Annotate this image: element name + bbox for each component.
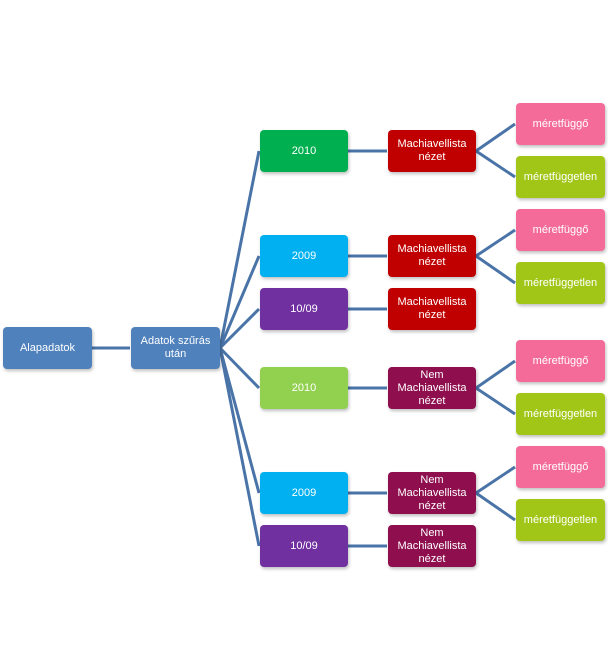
size-independent-node: méretfüggetlen [516, 262, 605, 304]
machiavellian-view-node: Machiavellista nézet [388, 288, 476, 330]
size-independent-node: méretfüggetlen [516, 393, 605, 435]
size-independent-node: méretfüggetlen [516, 156, 605, 198]
link-nonmach1-indep3 [475, 386, 516, 416]
link-filtered-1009a [218, 307, 261, 350]
non-machiavellian-view-node: Nem Machiavellista nézet [388, 472, 476, 514]
link-mach1-indep1 [475, 149, 516, 179]
machiavellian-view-node: Machiavellista nézet [388, 235, 476, 277]
year-node-2010: 2010 [260, 130, 348, 172]
size-dependent-node: méretfüggő [516, 446, 605, 488]
year-node-2010: 2010 [260, 367, 348, 409]
machiavellian-view-node: Machiavellista nézet [388, 130, 476, 172]
year-node-2009: 2009 [260, 472, 348, 514]
size-dependent-node: méretfüggő [516, 209, 605, 251]
link-filtered-2009b [218, 347, 261, 494]
non-machiavellian-view-node: Nem Machiavellista nézet [388, 525, 476, 567]
year-node-2009: 2009 [260, 235, 348, 277]
non-machiavellian-view-node: Nem Machiavellista nézet [388, 367, 476, 409]
link-mach1-dep1 [475, 122, 516, 153]
link-filtered-2010a [218, 150, 261, 349]
link-nonmach2-dep4 [475, 465, 516, 495]
link-mach2-indep2 [475, 254, 516, 285]
link-nonmach2-indep4 [475, 491, 516, 522]
size-dependent-node: méretfüggő [516, 103, 605, 145]
link-filtered-1009b [218, 347, 261, 547]
size-dependent-node: méretfüggő [516, 340, 605, 382]
link-filtered-2009a [218, 255, 261, 349]
link-nonmach1-dep3 [475, 359, 516, 390]
root-node: Alapadatok [3, 327, 92, 369]
filtered-data-node: Adatok szűrás után [131, 327, 220, 369]
size-independent-node: méretfüggetlen [516, 499, 605, 541]
link-mach2-dep2 [475, 228, 516, 258]
link-filtered-2010b [218, 346, 261, 390]
year-node-10-09: 10/09 [260, 288, 348, 330]
year-node-10-09: 10/09 [260, 525, 348, 567]
